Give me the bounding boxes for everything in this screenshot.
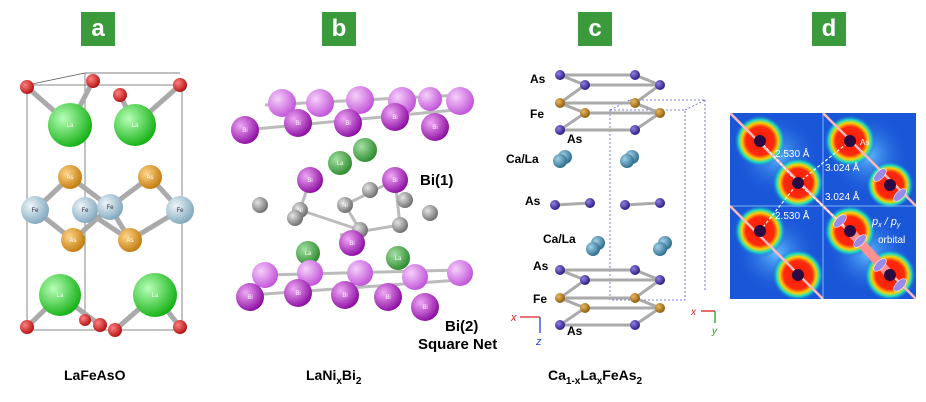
svg-text:2.530 Å: 2.530 Å [775, 147, 810, 160]
svg-text:3.024 Å: 3.024 Å [825, 190, 860, 203]
panel-c-structure: As Fe As Ca/La As Ca/La As Fe As x z x y [505, 55, 720, 355]
svg-text:Bi: Bi [307, 178, 312, 184]
svg-text:Bi: Bi [422, 305, 427, 311]
svg-text:Bi: Bi [242, 128, 247, 134]
panel-c-badge: c [578, 12, 612, 46]
svg-text:Fe: Fe [530, 107, 544, 121]
svg-text:3.024 Å: 3.024 Å [825, 161, 860, 174]
panel-c-caption: Ca1-xLaxFeAs2 [548, 367, 643, 387]
svg-text:z: z [535, 336, 542, 348]
panel-d-badge: d [812, 12, 846, 46]
svg-text:Ca/La: Ca/La [506, 152, 539, 166]
bi2-label: Bi(2) [445, 318, 478, 335]
panel-b-structure: Bi Bi Bi Bi Bi La Bi Bi Ni Ni Bi La La B… [220, 55, 520, 355]
svg-text:La: La [337, 161, 344, 167]
svg-text:Bi: Bi [385, 295, 390, 301]
svg-text:La: La [67, 123, 74, 129]
panel-b-badge: b [322, 12, 356, 46]
svg-text:Fe: Fe [106, 205, 114, 211]
svg-text:Ni: Ni [297, 208, 303, 214]
svg-text:Bi: Bi [247, 295, 252, 301]
svg-text:Ca/La: Ca/La [543, 232, 576, 246]
svg-text:Ni: Ni [342, 203, 348, 209]
svg-text:Bi: Bi [345, 121, 350, 127]
svg-text:La: La [132, 123, 139, 129]
panel-a-structure: La La As As Fe Fe Fe Fe As As La La [5, 55, 205, 355]
svg-text:As: As [146, 175, 153, 181]
svg-text:As: As [530, 72, 546, 86]
svg-text:Bi: Bi [295, 291, 300, 297]
square-net-label: Square Net [418, 336, 497, 353]
svg-text:As: As [533, 259, 549, 273]
svg-text:Fe: Fe [533, 292, 547, 306]
svg-text:Fe: Fe [81, 208, 89, 214]
svg-text:px / py: px / py [871, 216, 901, 229]
svg-text:As: As [126, 238, 133, 244]
svg-text:x: x [510, 312, 517, 324]
svg-text:La: La [305, 251, 312, 257]
svg-text:La: La [152, 293, 159, 299]
panel-a-badge: a [81, 12, 115, 46]
panel-a-caption: LaFeAsO [64, 367, 126, 383]
svg-text:La: La [395, 256, 402, 262]
panel-d-density-map: 2.530 Å 3.024 Å 3.024 Å 2.530 Å As px / … [730, 113, 916, 299]
svg-text:La: La [57, 293, 64, 299]
svg-text:y: y [711, 326, 718, 337]
svg-text:orbital: orbital [878, 235, 905, 246]
svg-text:Bi: Bi [295, 121, 300, 127]
svg-text:As: As [567, 132, 583, 146]
svg-text:Bi: Bi [432, 125, 437, 131]
svg-text:x: x [690, 307, 697, 318]
svg-text:Bi: Bi [342, 293, 347, 299]
panel-b-caption: LaNixBi2 [306, 367, 362, 387]
svg-text:Fe: Fe [176, 208, 184, 214]
svg-text:As: As [567, 324, 583, 338]
svg-text:Fe: Fe [31, 208, 39, 214]
bi1-label: Bi(1) [420, 172, 453, 189]
svg-text:Bi: Bi [392, 178, 397, 184]
svg-text:As: As [860, 138, 869, 147]
svg-text:2.530 Å: 2.530 Å [775, 209, 810, 222]
svg-text:As: As [525, 194, 541, 208]
svg-text:Bi: Bi [349, 241, 354, 247]
svg-text:As: As [66, 175, 73, 181]
svg-text:As: As [69, 238, 76, 244]
svg-text:Bi: Bi [392, 115, 397, 121]
